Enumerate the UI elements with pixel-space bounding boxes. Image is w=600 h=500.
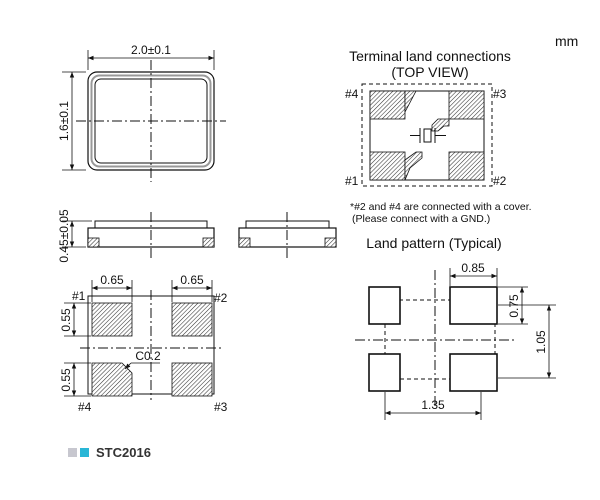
top-view: 2.0±0.1 1.6±0.1 — [57, 43, 226, 182]
land-pitch-h-dim: 1.35 — [421, 398, 445, 412]
legend-square-cyan — [80, 448, 89, 457]
terminal-subtitle: (TOP VIEW) — [391, 64, 468, 80]
land-pad-tl — [368, 286, 401, 325]
pad-width-right-dim: 0.65 — [180, 273, 204, 287]
land-pad-tr — [449, 286, 498, 325]
pad-height-top-dim: 0.55 — [59, 308, 73, 332]
bottom-view: 0.65 0.65 0.55 0.55 C0.2 #1 #2 #3 #4 — [59, 273, 228, 414]
chamfer-label: C0.2 — [135, 349, 161, 363]
bottom-pad-1 — [91, 302, 133, 337]
terminal-pin3-label: #3 — [493, 87, 507, 101]
product-legend: STC2016 — [68, 445, 151, 460]
product-code: STC2016 — [96, 445, 151, 460]
land-pitch-v-dim: 1.05 — [534, 330, 548, 354]
bottom-pad-3 — [171, 362, 213, 397]
land-height-dim: 0.75 — [507, 294, 521, 318]
units-label: mm — [555, 33, 578, 49]
side-view-end — [238, 212, 337, 258]
land-width-dim: 0.85 — [461, 261, 485, 275]
terminal-note-1: *#2 and #4 are connected with a cover. — [350, 201, 532, 213]
side-height-dim: 0.45±0.05 — [57, 209, 71, 263]
bottom-pin1-label: #1 — [72, 289, 86, 303]
pad-height-bottom-dim: 0.55 — [59, 368, 73, 392]
top-width-dim: 2.0±0.1 — [131, 43, 171, 57]
terminal-note-2: (Please connect with a GND.) — [352, 213, 490, 225]
terminal-pin1-label: #1 — [345, 174, 359, 188]
land-pad-br — [449, 353, 498, 392]
land-pad-bl — [368, 353, 401, 392]
land-pattern-title: Land pattern (Typical) — [366, 235, 501, 251]
terminal-connections-view: Terminal land connections (TOP VIEW) #4 … — [345, 48, 532, 225]
terminal-pin2-label: #2 — [493, 174, 507, 188]
pad-width-left-dim: 0.65 — [100, 273, 124, 287]
land-pattern-view: Land pattern (Typical) 0.85 0.75 1.05 1.… — [355, 235, 556, 420]
side-view-front: 0.45±0.05 — [57, 209, 215, 263]
bottom-pin2-label: #2 — [214, 291, 228, 305]
terminal-pin4-label: #4 — [345, 87, 359, 101]
bottom-pin3-label: #3 — [214, 400, 228, 414]
top-height-dim: 1.6±0.1 — [57, 101, 71, 141]
bottom-pad-4-chamfered — [91, 362, 133, 397]
bottom-pad-2 — [171, 302, 213, 337]
terminal-title: Terminal land connections — [349, 48, 511, 64]
bottom-pin4-label: #4 — [78, 400, 92, 414]
legend-square-gray — [68, 448, 77, 457]
